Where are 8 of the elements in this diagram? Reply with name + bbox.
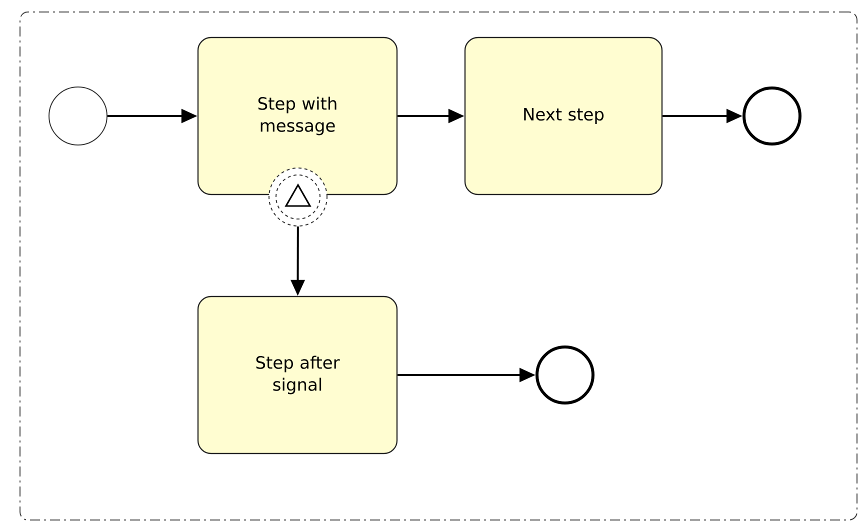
task-box: Next step [464, 36, 663, 196]
start-event [48, 86, 108, 146]
task-box: Step after signal [197, 296, 398, 454]
task-box: Step with message [197, 36, 398, 196]
end-event [742, 86, 802, 146]
signal-event [268, 168, 328, 226]
subprocess-frame [20, 12, 858, 520]
end-event [536, 346, 594, 404]
